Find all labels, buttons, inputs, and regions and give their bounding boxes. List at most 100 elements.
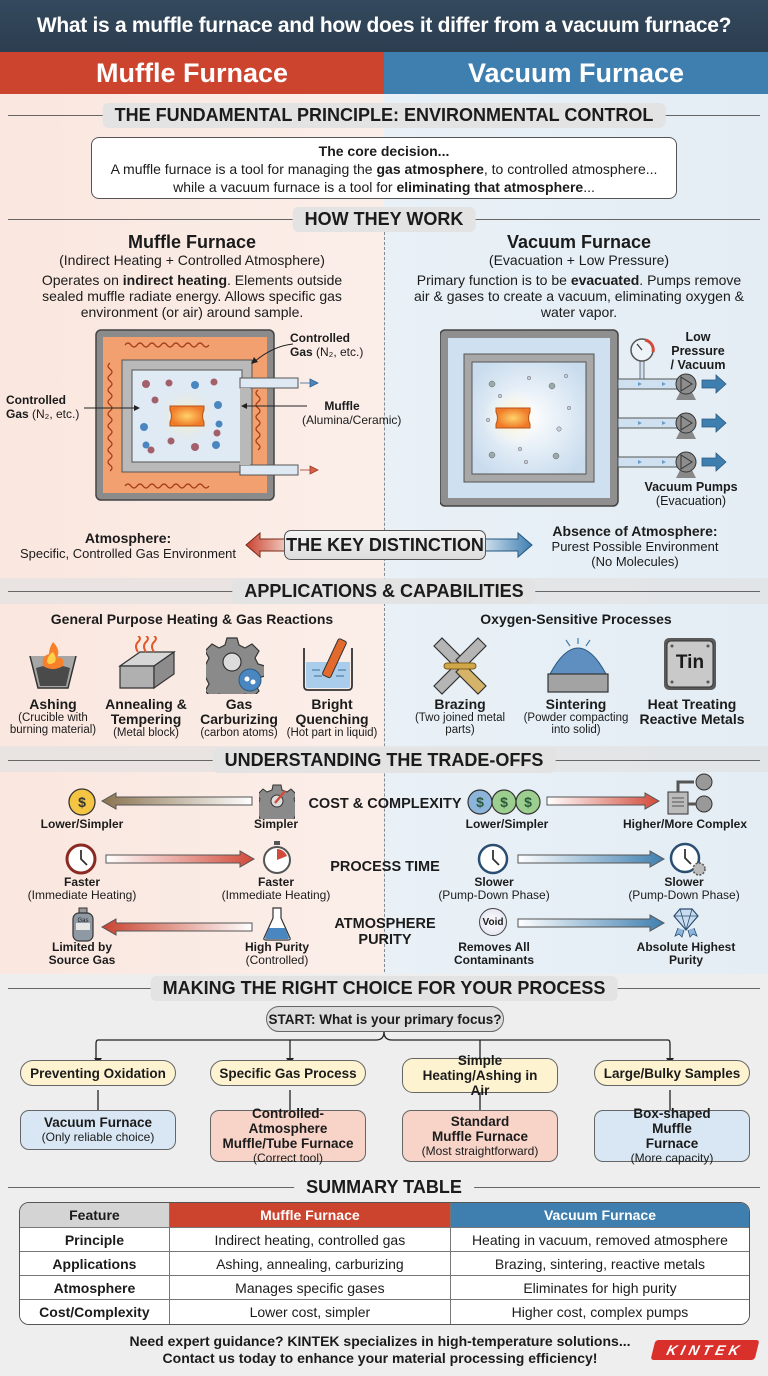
label-vacuum-pumps: Vacuum Pumps(Evacuation)	[638, 480, 744, 508]
app-sub: (Powder compacting into solid)	[523, 712, 629, 736]
gear-carbon-icon	[206, 637, 264, 694]
coins-icon: $$$	[467, 789, 541, 815]
text: ...	[583, 179, 595, 195]
app-name: Bright Quenching	[295, 696, 369, 727]
clock-icon	[65, 843, 97, 875]
text-bold: Gas	[290, 345, 313, 359]
muffle-how-title: Muffle Furnace	[127, 232, 256, 252]
result-title: Vacuum Furnace	[43, 1115, 153, 1130]
label-muffle: Muffle(Alumina/Ceramic)	[302, 399, 401, 427]
table-cell: Higher cost, complex pumps	[450, 1300, 749, 1324]
arrow-right-red-icon	[546, 792, 661, 810]
app-name: Brazing	[434, 696, 486, 712]
tradeoff-sub: (Immediate Heating)	[221, 888, 331, 902]
tradeoff-sub: (Immediate Heating)	[27, 888, 137, 902]
crucible-fire-icon	[29, 642, 77, 689]
tradeoff-label: Slower	[664, 875, 704, 889]
table-header-feature: Feature	[20, 1203, 170, 1228]
tradeoff-label: High Purity	[244, 940, 309, 954]
svg-text:$: $	[78, 794, 86, 810]
tradeoff-label: Lower/Simpler	[465, 817, 549, 831]
flow-result-vacuum: Vacuum Furnace(Only reliable choice)	[20, 1110, 176, 1150]
text: Operates on	[41, 272, 123, 288]
table-cell: Ashing, annealing, carburizing	[169, 1252, 451, 1276]
table-cell: Cost/Complexity	[20, 1300, 170, 1324]
text-bold: / Vacuum	[670, 358, 726, 372]
core-line-2: while a vacuum furnace is a tool for eli…	[92, 178, 676, 196]
tradeoff-label: Slower	[474, 875, 514, 889]
text: (Alumina/Ceramic)	[302, 413, 402, 427]
flow-question-oxidation: Preventing Oxidation	[20, 1060, 176, 1086]
text: A muffle furnace is a tool for managing …	[110, 161, 377, 177]
pump-system-icon	[667, 773, 713, 815]
tin-plate-text: Tin	[675, 652, 705, 673]
arrow-right-blue-icon	[517, 850, 666, 868]
core-title: The core decision...	[318, 143, 450, 159]
text-bold: indirect heating	[122, 272, 227, 288]
tradeoff-label: Higher/More Complex	[622, 817, 748, 831]
text-bold: Vacuum Pumps	[644, 480, 738, 494]
muffle-how-subtitle: (Indirect Heating + Controlled Atmospher…	[59, 252, 325, 268]
brazing-joint-icon	[433, 637, 487, 695]
key-left-title: Atmosphere:	[84, 530, 172, 546]
table-cell: Lower cost, simpler	[169, 1300, 451, 1324]
kintek-logo[interactable]: KINTEK	[650, 1340, 760, 1360]
muffle-how-desc: Operates on indirect heating. Elements o…	[30, 272, 354, 320]
result-title: Standard Muffle Furnace	[431, 1113, 528, 1144]
arrow-pointer-icon	[251, 343, 294, 364]
svg-text:$: $	[524, 794, 532, 810]
result-title: Controlled-Atmosphere Muffle/Tube Furnac…	[222, 1106, 354, 1151]
arrow-right-blue-icon	[517, 914, 666, 932]
tradeoff-sub: (Controlled)	[245, 953, 309, 967]
table-cell: Heating in vacuum, removed atmosphere	[450, 1228, 749, 1252]
summary-table-wrap: Feature Muffle Furnace Vacuum Furnace Pr…	[19, 1202, 750, 1325]
vacuum-column-header: Vacuum Furnace	[384, 52, 768, 94]
footer-line-2: Contact us today to enhance your materia…	[162, 1350, 598, 1366]
arrow-left-icon	[241, 403, 307, 409]
text-bold: Gas	[6, 407, 29, 421]
text: Primary function is to be	[416, 272, 571, 288]
text: (N₂, etc.)	[28, 407, 80, 421]
result-sub: (Only reliable choice)	[41, 1130, 155, 1144]
summary-table: Feature Muffle Furnace Vacuum Furnace Pr…	[19, 1202, 750, 1325]
summary-heading: SUMMARY TABLE	[294, 1175, 474, 1200]
text-bold: evacuated	[570, 272, 640, 288]
app-name: Sintering	[545, 696, 607, 712]
tin-plate-icon	[664, 638, 716, 690]
table-cell: Atmosphere	[20, 1276, 170, 1300]
tradeoff-label: Removes All Contaminants	[453, 940, 534, 967]
tradeoff-sub: (Pump-Down Phase)	[628, 888, 740, 902]
key-distinction-badge: THE KEY DISTINCTION	[284, 530, 486, 560]
table-cell: Manages specific gases	[169, 1276, 451, 1300]
vacuum-how-title: Vacuum Furnace	[506, 232, 652, 252]
app-name: Heat Treating Reactive Metals	[639, 696, 745, 727]
core-line-1: A muffle furnace is a tool for managing …	[92, 160, 676, 178]
table-header-muffle: Muffle Furnace	[169, 1203, 451, 1228]
gas-cylinder-text: Gas	[77, 918, 89, 924]
label-low-pressure: Low Pressure/ Vacuum	[660, 330, 736, 372]
tradeoff-label: Limited by Source Gas	[48, 940, 116, 967]
result-title: Box-shaped Muffle Furnace	[633, 1106, 711, 1151]
diamond-icon	[673, 908, 699, 938]
svg-text:$: $	[500, 794, 508, 810]
core-decision-box: The core decision... A muffle furnace is…	[91, 137, 677, 199]
stopwatch-icon	[263, 841, 291, 874]
muffle-furnace-diagram-icon	[95, 329, 319, 501]
table-header-row: Feature Muffle Furnace Vacuum Furnace	[20, 1203, 749, 1228]
flow-question-simple: Simple Heating/Ashing in Air	[402, 1053, 558, 1098]
gear-icon	[259, 784, 295, 819]
tradeoff-metric: PROCESS TIME	[330, 859, 440, 875]
text: . Elements outside sealed muffle radiate…	[42, 272, 343, 320]
text-bold: Muffle	[324, 399, 360, 413]
app-name: Annealing & Tempering	[105, 696, 187, 727]
tradeoffs-heading: UNDERSTANDING THE TRADE-OFFS	[212, 748, 556, 773]
arrow-right-icon	[84, 405, 140, 411]
result-sub: (Most straightforward)	[421, 1143, 539, 1158]
tradeoff-metric: COST & COMPLEXITY	[308, 796, 462, 812]
flask-icon	[263, 907, 291, 941]
tradeoff-label: Absolute Highest Purity	[636, 940, 736, 967]
